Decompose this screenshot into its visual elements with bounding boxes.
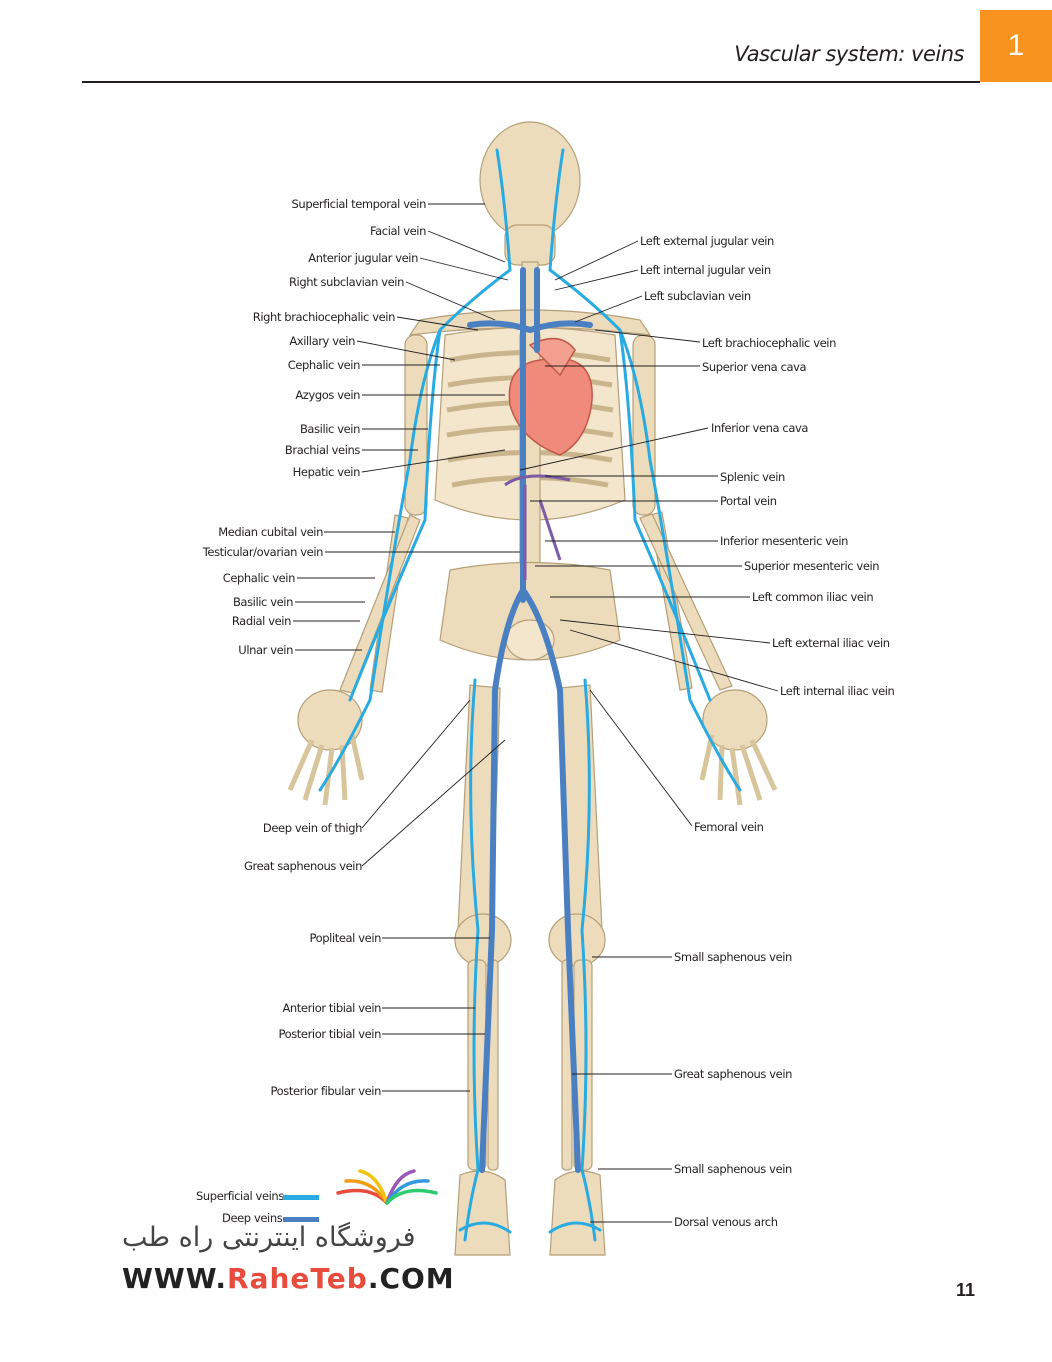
legend-deep-label: Deep veins xyxy=(222,1211,283,1225)
watermark-url-accent: RaheTeb xyxy=(227,1262,368,1295)
heart xyxy=(508,337,593,456)
label-posterior-fibular-vein: Posterior fibular vein xyxy=(270,1084,381,1098)
label-basilic-vein-upper: Basilic vein xyxy=(299,422,360,436)
label-left-external-iliac-vein: Left external iliac vein xyxy=(772,636,890,650)
label-right-subclavian-vein: Right subclavian vein xyxy=(288,275,404,289)
label-basilic-vein-lower: Basilic vein xyxy=(232,595,293,609)
label-left-internal-jugular-vein: Left internal jugular vein xyxy=(640,263,771,277)
watermark-url-prefix: WWW. xyxy=(122,1262,228,1295)
watermark-url[interactable]: WWW.RaheTeb.COM xyxy=(122,1262,455,1295)
label-axillary-vein: Axillary vein xyxy=(289,334,355,348)
label-portal-vein: Portal vein xyxy=(720,494,777,508)
label-left-common-iliac-vein: Left common iliac vein xyxy=(752,590,874,604)
label-superior-mesenteric-vein: Superior mesenteric vein xyxy=(744,559,880,573)
label-left-brachiocephalic-vein: Left brachiocephalic vein xyxy=(702,336,836,350)
label-splenic-vein: Splenic vein xyxy=(720,470,785,484)
leader-lines xyxy=(293,203,779,1223)
label-facial-vein: Facial vein xyxy=(370,224,426,238)
label-radial-vein: Radial vein xyxy=(231,614,292,628)
label-small-saphenous-vein-lower: Small saphenous vein xyxy=(674,1162,792,1176)
label-great-saphenous-vein-thigh: Great saphenous vein xyxy=(243,859,362,873)
legend-deep-swatch xyxy=(283,1217,319,1222)
label-femoral-vein: Femoral vein xyxy=(694,820,764,834)
label-inferior-vena-cava: Inferior vena cava xyxy=(711,421,809,435)
label-left-internal-iliac-vein: Left internal iliac vein xyxy=(780,684,895,698)
label-azygos-vein: Azygos vein xyxy=(295,388,360,402)
label-popliteal-vein: Popliteal vein xyxy=(309,931,382,945)
label-posterior-tibial-vein: Posterior tibial vein xyxy=(278,1027,381,1041)
legend-superficial-swatch xyxy=(283,1195,319,1200)
label-brachial-veins: Brachial veins xyxy=(284,443,361,457)
page-title: Vascular system: veins xyxy=(734,42,964,66)
label-ulnar-vein: Ulnar vein xyxy=(238,643,293,657)
label-superficial-temporal-vein: Superficial temporal vein xyxy=(291,197,427,211)
label-hepatic-vein: Hepatic vein xyxy=(292,465,361,479)
label-cephalic-vein-lower: Cephalic vein xyxy=(222,571,296,585)
label-small-saphenous-vein-upper: Small saphenous vein xyxy=(674,950,792,964)
label-inferior-mesenteric-vein: Inferior mesenteric vein xyxy=(720,534,849,548)
label-great-saphenous-vein-leg: Great saphenous vein xyxy=(674,1067,793,1081)
deep-veins xyxy=(467,267,593,1173)
label-cephalic-vein-upper: Cephalic vein xyxy=(287,358,361,372)
label-dorsal-venous-arch: Dorsal venous arch xyxy=(674,1215,778,1229)
label-right-brachiocephalic-vein: Right brachiocephalic vein xyxy=(252,310,396,324)
header-rule xyxy=(82,81,980,83)
label-left-subclavian-vein: Left subclavian vein xyxy=(644,289,751,303)
label-anterior-jugular-vein: Anterior jugular vein xyxy=(308,251,418,265)
label-testicular-ovarian-vein: Testicular/ovarian vein xyxy=(202,545,324,559)
book-logo-icon xyxy=(336,1169,438,1205)
watermark-persian: فروشگاه اینترنتی راه طب xyxy=(122,1222,416,1253)
chapter-tab: 1 xyxy=(980,10,1052,82)
label-median-cubital-vein: Median cubital vein xyxy=(218,525,323,539)
label-superior-vena-cava: Superior vena cava xyxy=(702,360,807,374)
label-anterior-tibial-vein: Anterior tibial vein xyxy=(282,1001,381,1015)
label-left-external-jugular-vein: Left external jugular vein xyxy=(640,234,774,248)
page-number: 11 xyxy=(956,1280,976,1300)
watermark-url-suffix: .COM xyxy=(367,1262,455,1295)
portal-veins xyxy=(504,474,571,580)
label-deep-vein-of-thigh: Deep vein of thigh xyxy=(262,821,363,835)
legend-superficial-label: Superficial veins xyxy=(196,1189,284,1203)
